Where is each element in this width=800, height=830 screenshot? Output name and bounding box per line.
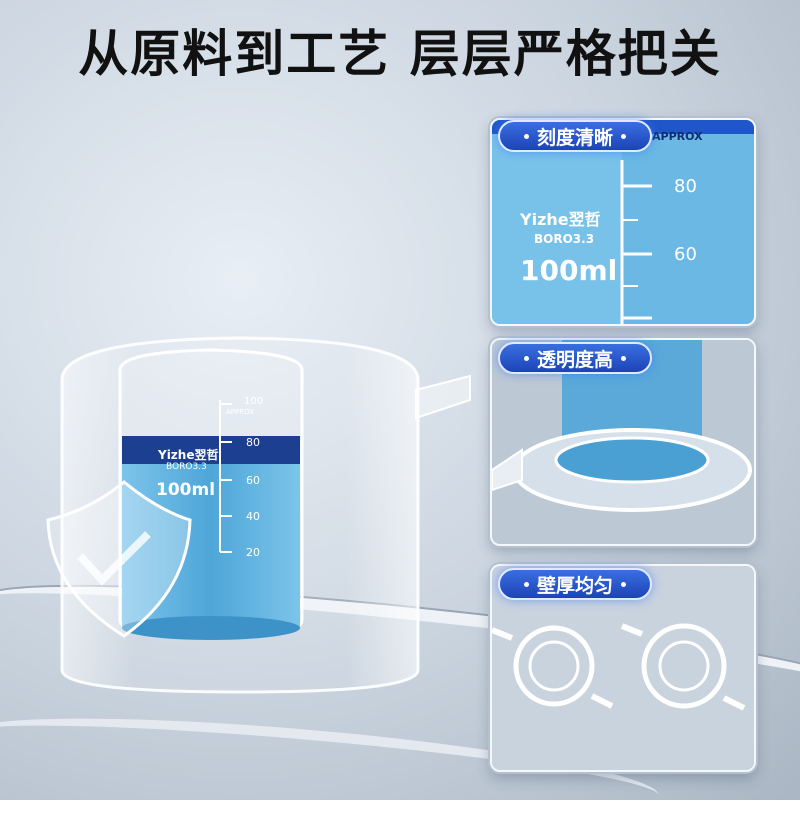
dot-icon [524, 355, 529, 361]
panel1-scale-60: 60 [674, 244, 697, 265]
jacketed-beaker-image [46, 336, 471, 694]
panel1-material: BORO3.3 [534, 232, 595, 246]
feature-label: 壁厚均匀 [537, 574, 614, 597]
wall-thickness-panel [490, 564, 756, 772]
headline: 从原料到工艺 层层严格把关 [78, 25, 722, 83]
panel1-scale-80: 80 [674, 176, 697, 197]
dot-icon [524, 133, 529, 139]
beaker-scale-80: 80 [246, 436, 260, 449]
feature-pill-high-transparency: 透明度高 [498, 342, 653, 374]
feature-pill-clear-scale: 刻度清晰 [498, 120, 653, 152]
beaker-scale-60: 60 [246, 474, 260, 487]
panel1-volume: 100ml [520, 254, 618, 287]
beaker-material: BORO3.3 [166, 462, 207, 472]
beaker-scale-40: 40 [246, 510, 260, 523]
feature-label: 刻度清晰 [537, 126, 614, 149]
feature-pill-uniform-wall: 壁厚均匀 [498, 568, 653, 600]
dot-icon [524, 581, 529, 587]
panel1-approx: APPROX [652, 130, 703, 143]
panel1-brand: Yizhe翌哲 [520, 210, 601, 229]
dot-icon [621, 355, 627, 361]
dot-icon [621, 581, 627, 587]
dot-icon [621, 133, 627, 139]
beaker-scale-20: 20 [246, 546, 260, 559]
feature-label: 透明度高 [537, 348, 614, 371]
beaker-volume: 100ml [156, 480, 216, 500]
transparency-closeup-panel [490, 338, 756, 546]
beaker-brand: Yizhe翌哲 [158, 448, 219, 462]
beaker-scale-100: 100 [244, 396, 264, 407]
beaker-approx: APPROX [226, 408, 254, 416]
